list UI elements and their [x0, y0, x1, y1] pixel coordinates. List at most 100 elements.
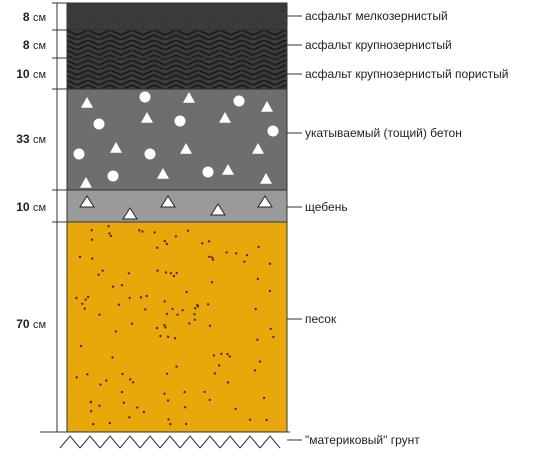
concrete-circle [233, 95, 245, 107]
sand-dot [98, 313, 101, 316]
sand-dot [163, 392, 166, 395]
sand-dot [207, 240, 211, 243]
layer-label-lean-concrete: укатываемый (тощий) бетон [305, 126, 462, 140]
sand-dot [163, 239, 166, 243]
concrete-circle [93, 118, 105, 130]
layer-label-coarse-asphalt: асфальт крупнозернистый [305, 38, 452, 52]
ground-hatch-mark [199, 435, 221, 449]
thickness-label-sand: 70 см [16, 317, 46, 331]
sand-dot [166, 399, 170, 402]
concrete-triangle [141, 112, 153, 123]
concrete-circle [107, 170, 119, 182]
sand-dot [196, 303, 199, 307]
gravel-triangle [79, 195, 95, 208]
sand-dot [155, 326, 159, 330]
sand-dot [174, 235, 177, 238]
sand-dot [165, 372, 169, 375]
concrete-triangle [252, 143, 264, 154]
thickness-label-lean-concrete: 33 см [16, 132, 46, 146]
layer-label-sand: песок [305, 312, 337, 326]
concrete-circle [139, 91, 151, 103]
sand-dot [175, 365, 178, 368]
concrete-triangle [80, 177, 92, 188]
sand-dot [99, 383, 102, 386]
ground-hatch-mark [159, 435, 181, 449]
sand-dot [159, 334, 162, 338]
layer-gravel [66, 189, 288, 223]
sand-dot [208, 324, 212, 327]
sand-dot [120, 284, 124, 287]
sand-dot [185, 290, 188, 294]
sand-dot [130, 322, 134, 325]
sand-dot [114, 330, 118, 333]
sand-dot [129, 378, 132, 381]
sand-dot [172, 274, 176, 278]
sand-dot [210, 256, 214, 259]
sand-dot [128, 416, 131, 419]
sand-dot [165, 312, 169, 316]
thickness-label-gravel: 10 см [16, 200, 46, 214]
sand-dot [272, 335, 275, 339]
layer-lean-concrete [66, 88, 288, 191]
sand-dot [257, 245, 260, 249]
concrete-triangle [222, 164, 234, 175]
sand-dot [107, 225, 110, 228]
sand-dot [90, 238, 94, 241]
sand-dot [89, 401, 92, 404]
sand-dot [203, 390, 206, 394]
sand-dot [75, 296, 78, 300]
concrete-triangle [183, 92, 195, 103]
concrete-triangle [110, 142, 122, 153]
sand-dot [153, 231, 156, 234]
concrete-circle [144, 148, 156, 160]
concrete-triangle [219, 112, 231, 123]
sand-dot [166, 335, 170, 338]
sand-dot [75, 376, 78, 379]
sand-dot [136, 406, 139, 409]
sand-dot [144, 308, 147, 311]
gravel-triangle [122, 207, 138, 220]
sand-dot [84, 298, 87, 301]
gravel-triangle [257, 195, 273, 208]
layer-fine-asphalt [66, 2, 288, 31]
concrete-triangle [157, 168, 169, 179]
sand-dot [164, 326, 167, 329]
sand-dot [225, 251, 228, 254]
sand-dot [141, 230, 144, 233]
sand-dot [79, 344, 83, 348]
sand-dot [213, 372, 217, 375]
sand-dot [145, 294, 148, 298]
sand-dot [131, 381, 135, 384]
sand-dot [265, 418, 268, 422]
sand-dot [111, 356, 114, 359]
sand-dot [109, 234, 113, 238]
sand-dot [206, 303, 210, 306]
sand-dot [121, 372, 124, 376]
sand-dot [226, 352, 229, 356]
sand-dot [97, 273, 100, 276]
sand-dot [92, 422, 95, 426]
gravel-triangle [160, 195, 176, 208]
thickness-label-porous-asphalt: 10 см [16, 67, 46, 81]
sand-dot [212, 354, 216, 357]
sand-dot [226, 381, 230, 384]
sand-dot [163, 300, 166, 303]
sand-dot [258, 360, 262, 363]
ground-hatch-mark [119, 435, 141, 449]
sand-dot [90, 229, 93, 232]
concrete-triangle [261, 101, 273, 112]
sand-dot [262, 396, 266, 400]
sand-dot [164, 271, 168, 274]
sand-dot [120, 390, 124, 394]
thickness-label-fine-asphalt: 8 см [22, 10, 46, 24]
sand-dot [183, 390, 186, 394]
sand-dot [86, 295, 90, 299]
ground-hatch-mark [179, 435, 201, 449]
sand-dot [218, 364, 221, 367]
sand-dot [248, 418, 252, 421]
concrete-circle [202, 166, 214, 178]
sand-dot [101, 269, 104, 272]
sand-dot [156, 246, 159, 249]
sand-dot [169, 422, 172, 426]
